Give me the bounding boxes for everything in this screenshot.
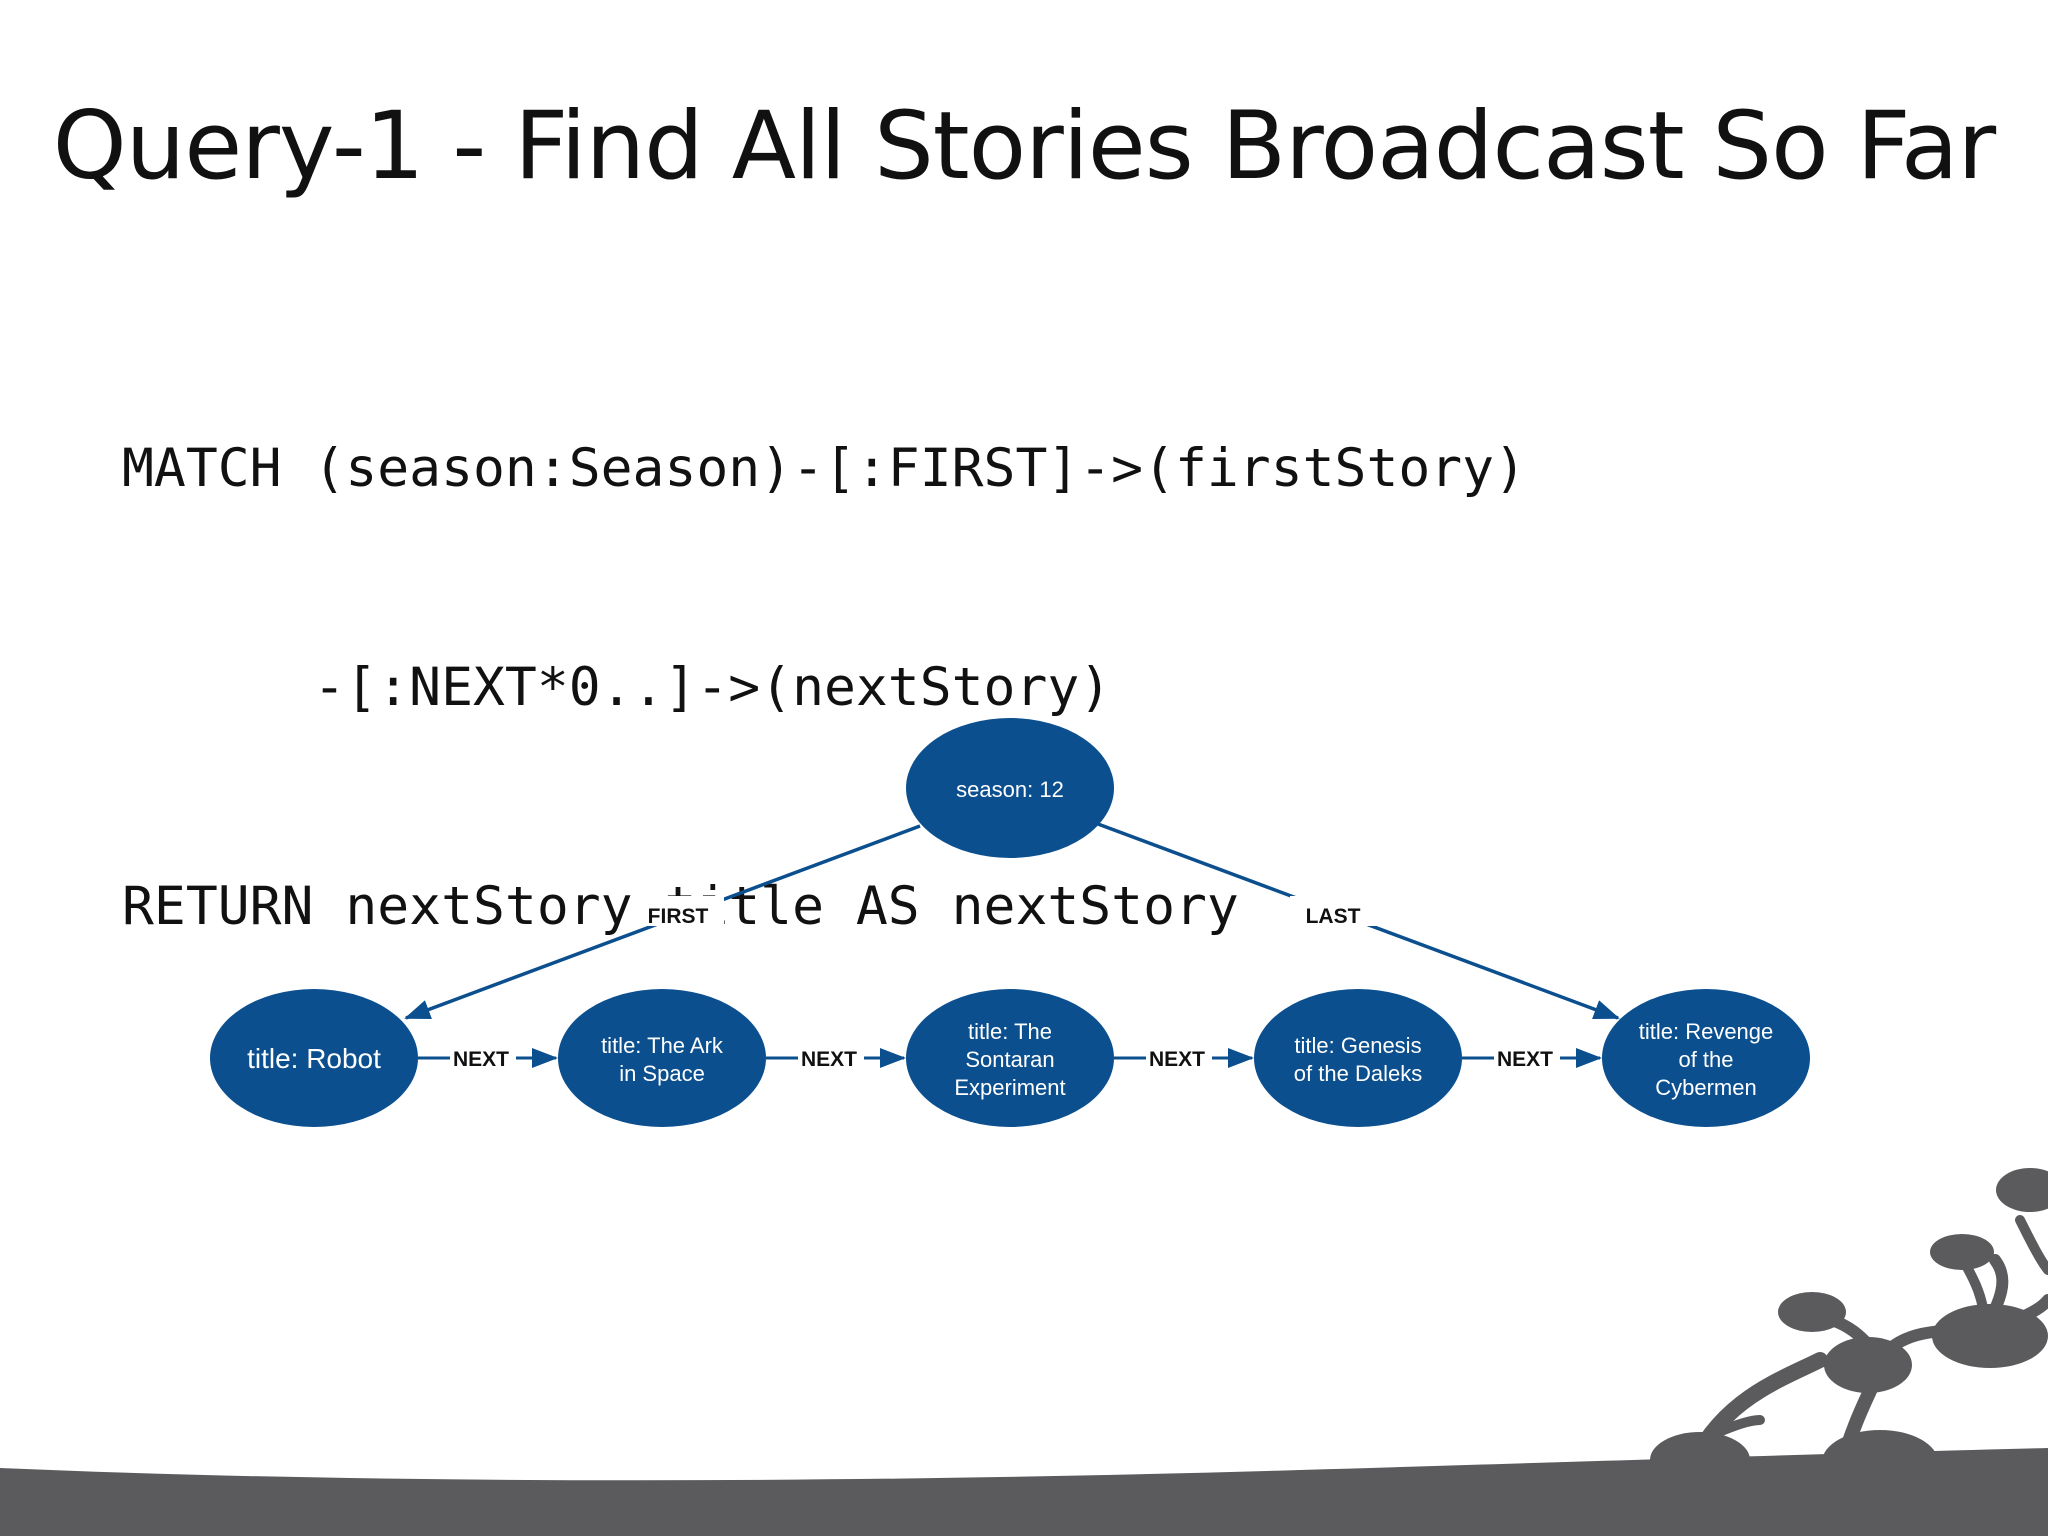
story-node-sontaran-line-3: Experiment bbox=[954, 1075, 1065, 1100]
story-node-revenge-line-2: of the bbox=[1678, 1047, 1733, 1072]
story-node-revenge-line-1: title: Revenge bbox=[1639, 1019, 1774, 1044]
story-node-sontaran-line-2: Sontaran bbox=[965, 1047, 1054, 1072]
story-node-robot: title: Robot bbox=[210, 989, 418, 1127]
story-node-genesis-line-2: of the Daleks bbox=[1294, 1061, 1422, 1086]
next-label-1: NEXT bbox=[453, 1048, 509, 1071]
story-node-genesis-line-1: title: Genesis bbox=[1294, 1033, 1421, 1058]
edge-first-label-bg bbox=[630, 896, 724, 926]
next-edge-1: NEXT bbox=[418, 1048, 558, 1071]
code-line-1: MATCH (season:Season)-[:FIRST]->(firstSt… bbox=[122, 438, 1526, 499]
season-node-label: season: 12 bbox=[956, 777, 1064, 802]
story-node-robot-label: title: Robot bbox=[247, 1043, 381, 1074]
story-node-revenge-of-the-cybermen: title: Revenge of the Cybermen bbox=[1602, 989, 1810, 1127]
story-node-sontaran-experiment: title: The Sontaran Experiment bbox=[906, 989, 1114, 1127]
story-node-revenge-line-3: Cybermen bbox=[1655, 1075, 1756, 1100]
story-node-ark-line-1: title: The Ark bbox=[601, 1033, 724, 1058]
next-label-4: NEXT bbox=[1497, 1048, 1553, 1071]
edge-last-label-bg bbox=[1290, 896, 1376, 926]
code-line-3: RETURN nextStory.title AS nextStory bbox=[122, 876, 1239, 937]
cypher-query: MATCH (season:Season)-[:FIRST]->(firstSt… bbox=[122, 286, 1526, 1089]
code-line-2: -[:NEXT*0..]->(nextStory) bbox=[122, 657, 1112, 718]
next-edge-4: NEXT bbox=[1462, 1048, 1602, 1071]
story-node-sontaran-line-1: title: The bbox=[968, 1019, 1052, 1044]
story-node-ark-line-2: in Space bbox=[619, 1061, 705, 1086]
next-label-2: NEXT bbox=[801, 1048, 857, 1071]
story-node-genesis-of-the-daleks: title: Genesis of the Daleks bbox=[1254, 989, 1462, 1127]
slide-title: Query-1 - Find All Stories Broadcast So … bbox=[52, 92, 1996, 201]
next-edge-2: NEXT bbox=[766, 1048, 906, 1071]
edge-first-label: FIRST bbox=[648, 905, 709, 928]
season-node: season: 12 bbox=[906, 718, 1114, 858]
edge-last-label: LAST bbox=[1306, 905, 1361, 928]
story-node-ark-in-space: title: The Ark in Space bbox=[558, 989, 766, 1127]
next-label-3: NEXT bbox=[1149, 1048, 1205, 1071]
decorative-graph-dots bbox=[1650, 1168, 2048, 1494]
footer-wave bbox=[0, 1448, 2048, 1536]
next-edge-3: NEXT bbox=[1114, 1048, 1254, 1071]
